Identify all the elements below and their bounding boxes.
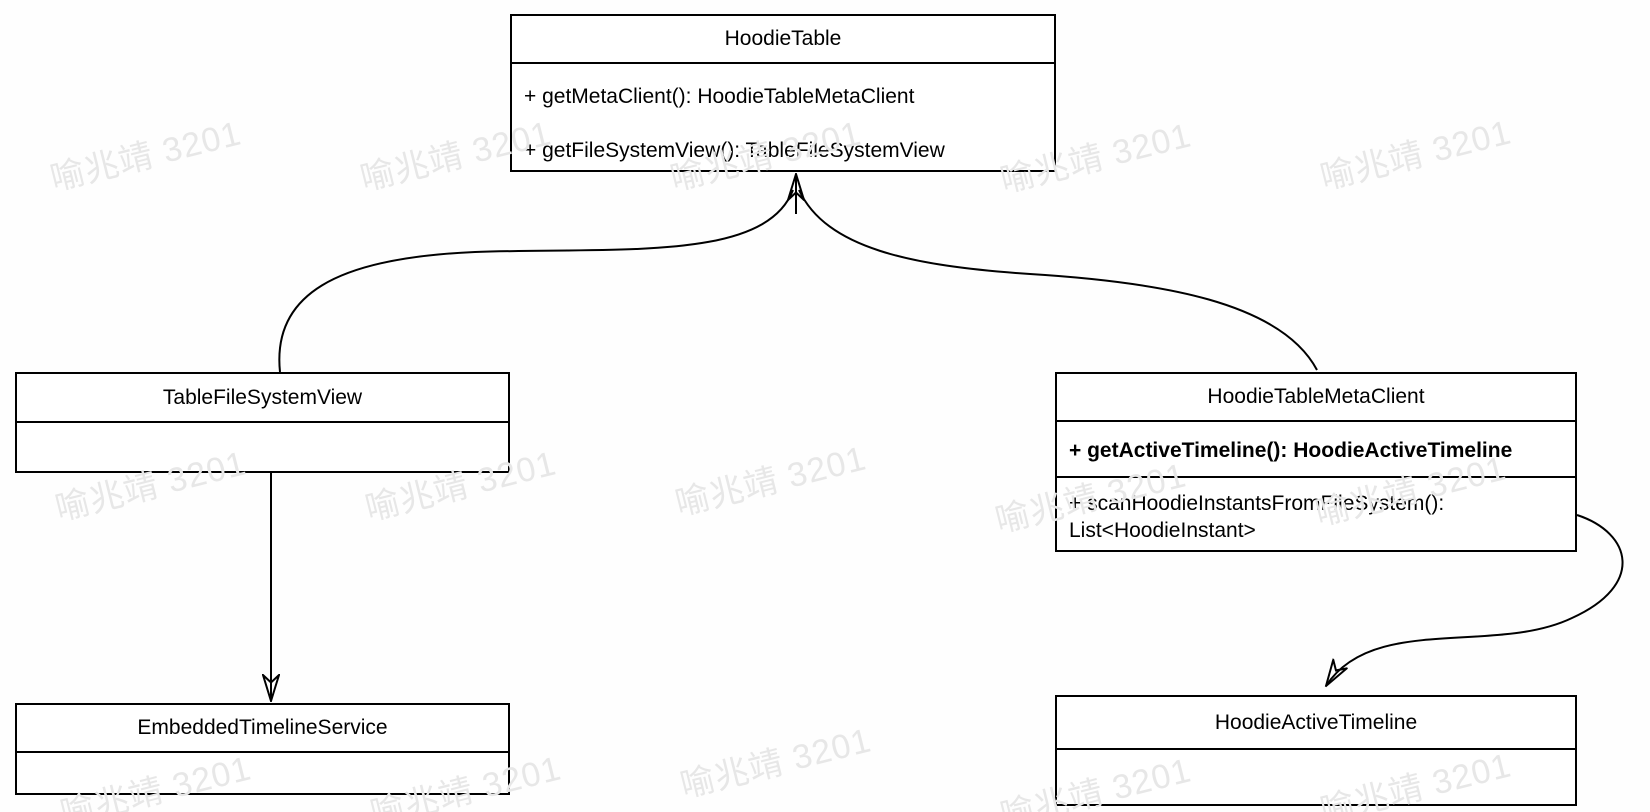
watermark: 喻兆靖 3201 [676,721,876,806]
class-method: + getFileSystemView(): TableFileSystemVi… [524,139,945,162]
class-box-hoodie-active-timeline: HoodieActiveTimeline [1055,695,1577,806]
compartment-divider [1055,476,1577,478]
watermark: 喻兆靖 3201 [46,114,246,199]
class-title: EmbeddedTimelineService [17,705,508,753]
edge-hoodietablemetaclient-to-hoodietable [798,189,1318,371]
class-title: TableFileSystemView [17,374,508,423]
class-method: + scanHoodieInstantsFromFileSystem(): Li… [1069,492,1445,542]
class-box-hoodie-table-meta-client: HoodieTableMetaClient + getActiveTimelin… [1055,372,1577,552]
class-box-embedded-timeline-service: EmbeddedTimelineService [15,703,510,795]
class-title: HoodieTable [512,16,1054,64]
class-method: + getActiveTimeline(): HoodieActiveTimel… [1069,439,1513,462]
class-title: HoodieTableMetaClient [1057,374,1575,422]
watermark: 喻兆靖 3201 [671,439,871,524]
watermark: 喻兆靖 3201 [1316,113,1516,198]
class-box-table-file-system-view: TableFileSystemView [15,372,510,473]
class-box-hoodie-table: HoodieTable + getMetaClient(): HoodieTab… [510,14,1056,172]
class-title: HoodieActiveTimeline [1057,697,1575,750]
edge-tablefilesystemview-to-hoodietable [278,189,794,373]
class-method: + getMetaClient(): HoodieTableMetaClient [524,85,915,108]
